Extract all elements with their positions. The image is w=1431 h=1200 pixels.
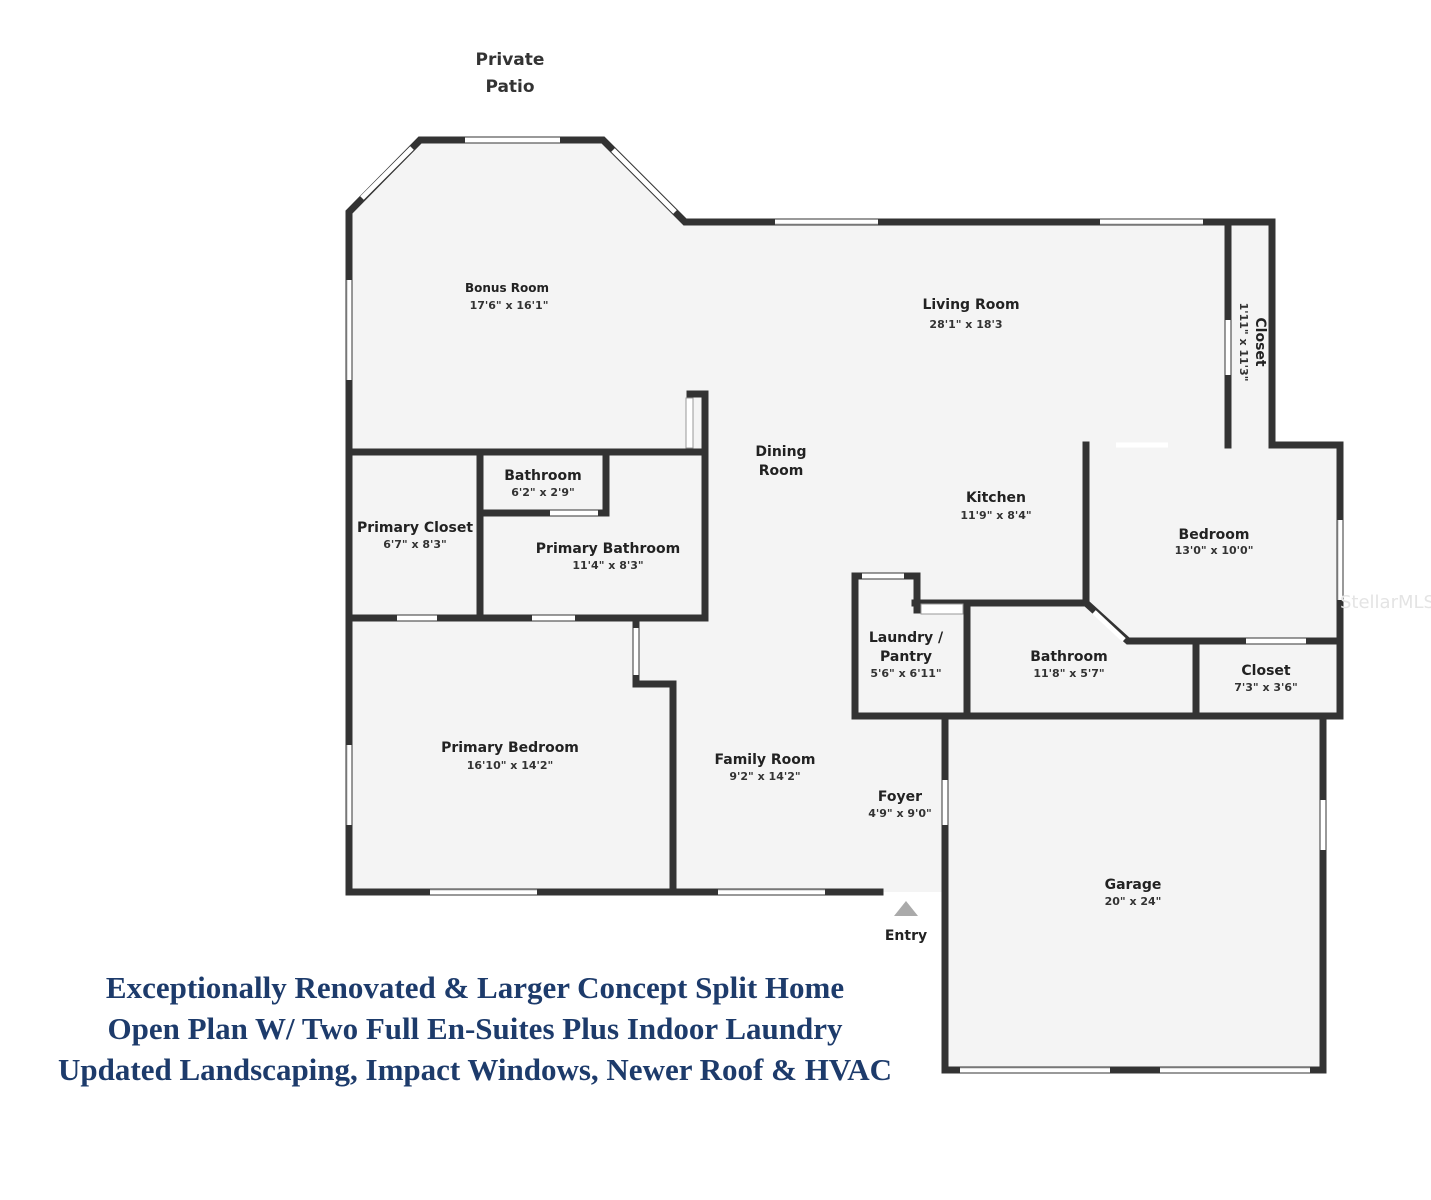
room-dims: 6'7" x 8'3" (383, 538, 447, 551)
room-dims: 11'9" x 8'4" (960, 509, 1031, 522)
room-name: Living Room (922, 297, 1019, 313)
room-dims: 13'0" x 10'0" (1175, 544, 1254, 557)
patio-label: Patio (485, 77, 534, 97)
room-dims: 1'11" x 11'3" (1237, 303, 1250, 382)
room-name: Pantry (880, 649, 932, 665)
room-dims: 9'2" x 14'2" (729, 770, 800, 783)
tagline-line: Exceptionally Renovated & Larger Concept… (105, 970, 845, 1005)
tagline-line: Open Plan W/ Two Full En-Suites Plus Ind… (107, 1011, 843, 1046)
room-dims: 5'6" x 6'11" (870, 667, 941, 680)
room-name: Primary Bathroom (536, 541, 680, 557)
floor-fill (349, 140, 1340, 1070)
room-name: Closet (1252, 317, 1268, 367)
entry-label: Entry (885, 928, 927, 944)
room-name: Room (759, 463, 804, 479)
room-dims: 17'6" x 16'1" (470, 299, 549, 312)
room-name: Kitchen (966, 490, 1026, 506)
room-name: Laundry / (869, 630, 944, 646)
room-name: Bonus Room (465, 281, 549, 295)
room-dims: 11'4" x 8'3" (572, 559, 643, 572)
room-dims: 7'3" x 3'6" (1234, 681, 1298, 694)
room-name: Family Room (715, 752, 816, 768)
room-name: Primary Closet (357, 520, 473, 536)
patio-label: Private (476, 50, 545, 70)
room-name: Primary Bedroom (441, 740, 579, 756)
room-name: Bathroom (1030, 649, 1108, 665)
room-dims: 28'1" x 18'3 (929, 318, 1002, 331)
tagline-line: Updated Landscaping, Impact Windows, New… (58, 1052, 892, 1087)
room-dims: 4'9" x 9'0" (868, 807, 932, 820)
room-name: Garage (1105, 877, 1162, 893)
entry-arrow-icon (894, 901, 918, 916)
room-dims: 16'10" x 14'2" (467, 759, 554, 772)
room-dims: 6'2" x 2'9" (511, 486, 575, 499)
room-name: Foyer (878, 789, 922, 805)
room-dims: 11'8" x 5'7" (1033, 667, 1104, 680)
walls (345, 136, 1344, 1074)
room-name: Dining (755, 444, 806, 460)
windows (346, 137, 1343, 1073)
watermark: StellarMLS (1340, 592, 1431, 613)
room-name: Bedroom (1179, 527, 1250, 543)
room-name: Closet (1241, 663, 1291, 679)
room-dims: 20" x 24" (1105, 895, 1162, 908)
room-name: Bathroom (504, 468, 582, 484)
